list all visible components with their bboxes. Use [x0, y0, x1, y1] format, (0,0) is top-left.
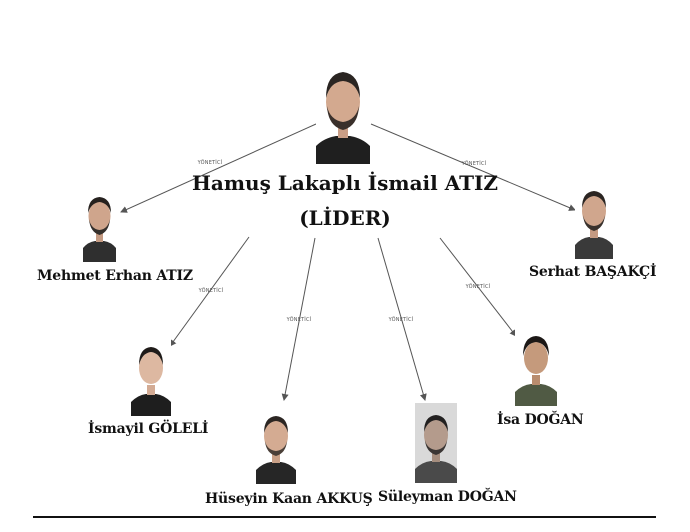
- leader-name-line2: (LİDER): [299, 206, 391, 230]
- member-photo-ismayil: [131, 336, 171, 416]
- member-photo-mehmet: [83, 184, 116, 262]
- member-name-mehmet: Mehmet Erhan ATIZ: [37, 268, 193, 284]
- member-photo-serhat: [575, 179, 613, 259]
- member-name-isa: İsa DOĞAN: [497, 412, 584, 428]
- leader-photo: [316, 58, 370, 164]
- role-tag-isa: YÖNETİCİ: [465, 284, 491, 290]
- role-tag-ismayil: YÖNETİCİ: [198, 288, 224, 294]
- role-tag-mehmet: YÖNETİCİ: [197, 160, 223, 166]
- member-name-serhat: Serhat BAŞAKÇİ: [529, 264, 657, 280]
- leader-name-line1: Hamuş Lakaplı İsmail ATIZ: [192, 171, 498, 195]
- link-to-suleyman: [377, 237, 427, 401]
- member-photo-suleyman: [415, 403, 457, 483]
- member-name-suleyman: Süleyman DOĞAN: [378, 489, 517, 505]
- member-photo-isa: [515, 326, 557, 406]
- link-to-ismayil: [169, 236, 250, 347]
- link-to-huseyin: [281, 237, 316, 401]
- link-to-isa: [439, 237, 517, 337]
- link-to-serhat: [370, 123, 576, 211]
- member-name-ismayil: İsmayil GÖLELİ: [88, 421, 209, 437]
- link-to-mehmet: [120, 123, 317, 213]
- member-photo-huseyin: [256, 404, 296, 484]
- bottom-rule: [33, 516, 656, 518]
- role-tag-suleyman: YÖNETİCİ: [388, 317, 414, 323]
- role-tag-huseyin: YÖNETİCİ: [286, 317, 312, 323]
- role-tag-serhat: YÖNETİCİ: [461, 161, 487, 167]
- member-name-huseyin: Hüseyin Kaan AKKUŞ: [205, 491, 373, 507]
